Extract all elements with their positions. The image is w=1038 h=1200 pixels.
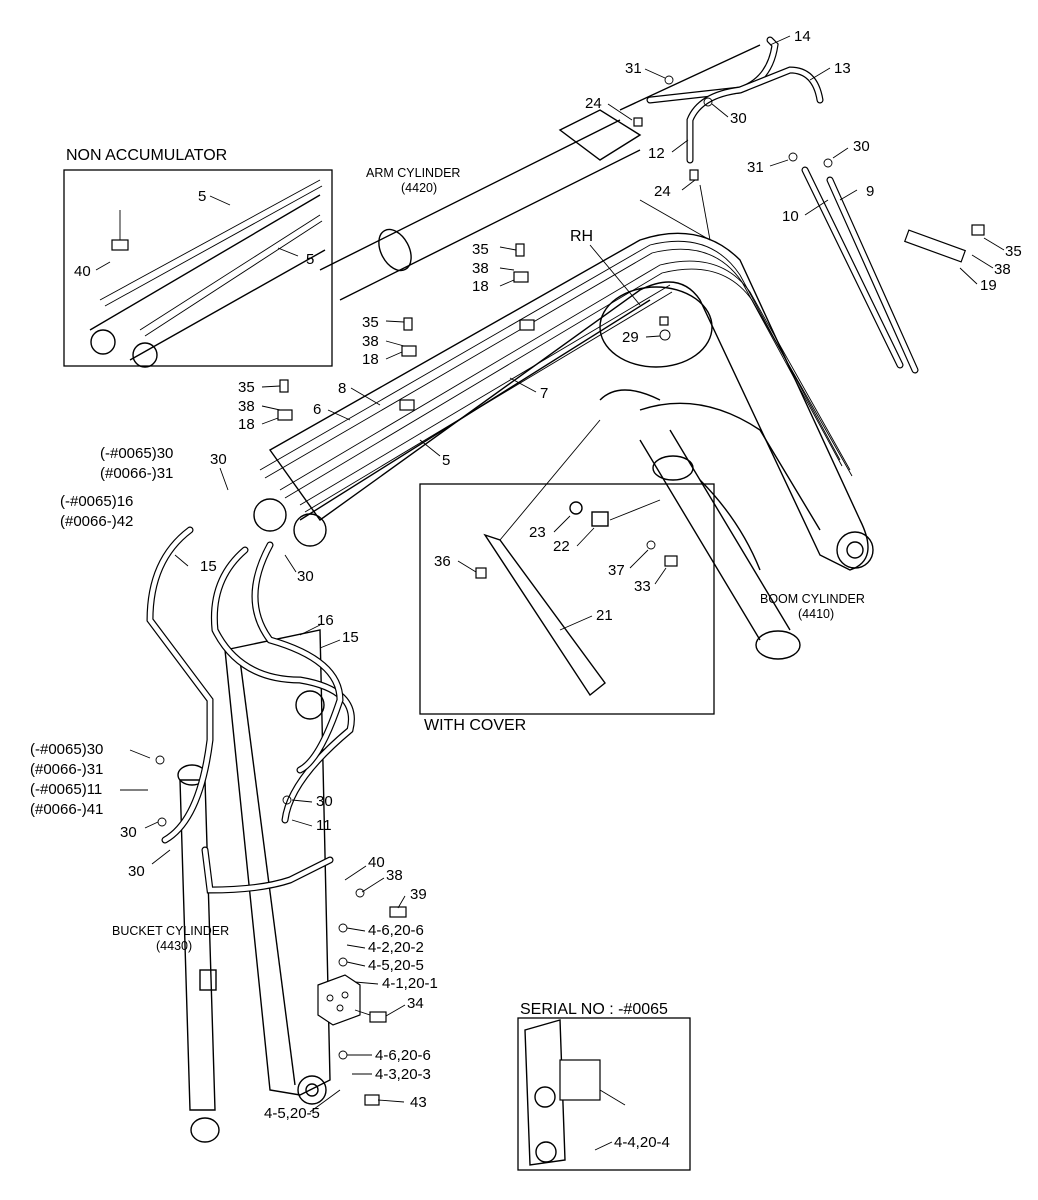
part-label: 18 [472, 278, 489, 295]
part-label: 6 [313, 401, 321, 418]
part-label: 31 [747, 159, 764, 176]
part-label: 40 [368, 854, 385, 871]
part-label: 30 [316, 793, 333, 810]
part-label: 39 [410, 886, 427, 903]
part-label: 30 [120, 824, 137, 841]
part-label: 5 [306, 251, 314, 268]
part-label: 4-6,20-6 [375, 1047, 431, 1064]
with-cover-inset [419, 419, 715, 715]
part-label: 19 [980, 277, 997, 294]
bucket-cylinder [177, 764, 220, 1143]
part-label: 13 [834, 60, 851, 77]
part-label: (#0066-)42 [60, 513, 133, 530]
non-accumulator-inset [63, 169, 333, 368]
part-label: 35 [472, 241, 489, 258]
part-label: 30 [297, 568, 314, 585]
part-label: 4-5,20-5 [368, 957, 424, 974]
part-label: 36 [434, 553, 451, 570]
part-label: 30 [210, 451, 227, 468]
part-label: 23 [529, 524, 546, 541]
part-label: (#0066-)41 [30, 801, 103, 818]
part-labels: 14 13 31 24 30 12 31 30 24 9 10 5 5 40 3… [30, 28, 1022, 1151]
part-label: 15 [200, 558, 217, 575]
part-label: (-#0065)30 [30, 741, 103, 758]
part-label: 43 [410, 1094, 427, 1111]
boom-pipes [259, 240, 853, 513]
boom-cylinder [639, 429, 801, 660]
part-label: (-#0065)30 [100, 445, 173, 462]
part-label: 38 [994, 261, 1011, 278]
part-label: 24 [654, 183, 671, 200]
part-label: 34 [407, 995, 424, 1012]
part-label: 24 [585, 95, 602, 112]
part-label: 22 [553, 538, 570, 555]
part-label: (-#0065)16 [60, 493, 133, 510]
part-label: 38 [472, 260, 489, 277]
part-label: 30 [730, 110, 747, 127]
boom-structure [253, 232, 874, 571]
part-label: 31 [625, 60, 642, 77]
rh-detail [589, 184, 713, 368]
boom-cylinder-name: BOOM CYLINDER [760, 592, 865, 606]
hoses [146, 36, 919, 894]
part-label: 35 [238, 379, 255, 396]
valve-block [317, 974, 386, 1106]
arm-cylinder-code: (4420) [401, 181, 437, 195]
with-cover-caption: WITH COVER [424, 717, 526, 734]
part-label: 12 [648, 145, 665, 162]
part-label: 4-1,20-1 [382, 975, 438, 992]
boom-cylinder-code: (4410) [798, 607, 834, 621]
part-label: 15 [342, 629, 359, 646]
part-label: 4-2,20-2 [368, 939, 424, 956]
part-label: 8 [338, 380, 346, 397]
part-label: 10 [782, 208, 799, 225]
part-label: 33 [634, 578, 651, 595]
part-label: 16 [317, 612, 334, 629]
part-label: 5 [442, 452, 450, 469]
serial-inset [517, 1017, 691, 1171]
part-label: 18 [362, 351, 379, 368]
part-label: 18 [238, 416, 255, 433]
part-label: 7 [540, 385, 548, 402]
part-label: 30 [128, 863, 145, 880]
part-label: 37 [608, 562, 625, 579]
part-label: 38 [386, 867, 403, 884]
part-label: 4-5,20-5 [264, 1105, 320, 1122]
part-label: 35 [362, 314, 379, 331]
part-label: 35 [1005, 243, 1022, 260]
part-label: 30 [853, 138, 870, 155]
part-label: 21 [596, 607, 613, 624]
arm-cylinder-name: ARM CYLINDER [366, 166, 460, 180]
part-label: (#0066-)31 [30, 761, 103, 778]
rh-caption: RH [570, 228, 593, 245]
arm-cylinder [319, 44, 761, 301]
part-label: 4-4,20-4 [614, 1134, 670, 1151]
bucket-cylinder-code: (4430) [156, 939, 192, 953]
fasteners [155, 75, 985, 1060]
part-label: 11 [316, 817, 332, 834]
part-label: 29 [622, 329, 639, 346]
part-label: (#0066-)31 [100, 465, 173, 482]
part-label: 38 [362, 333, 379, 350]
part-label: (-#0065)11 [30, 781, 102, 798]
serial-no-caption: SERIAL NO : -#0065 [520, 1001, 668, 1018]
non-accumulator-caption: NON ACCUMULATOR [66, 147, 227, 164]
bucket-cylinder-name: BUCKET CYLINDER [112, 924, 229, 938]
part-label: 5 [198, 188, 206, 205]
part-label: 14 [794, 28, 811, 45]
part-label: 9 [866, 183, 874, 200]
leader-lines [95, 35, 1005, 1151]
part-label: 4-3,20-3 [375, 1066, 431, 1083]
part-label: 40 [74, 263, 91, 280]
part-label: 38 [238, 398, 255, 415]
part-label: 4-6,20-6 [368, 922, 424, 939]
